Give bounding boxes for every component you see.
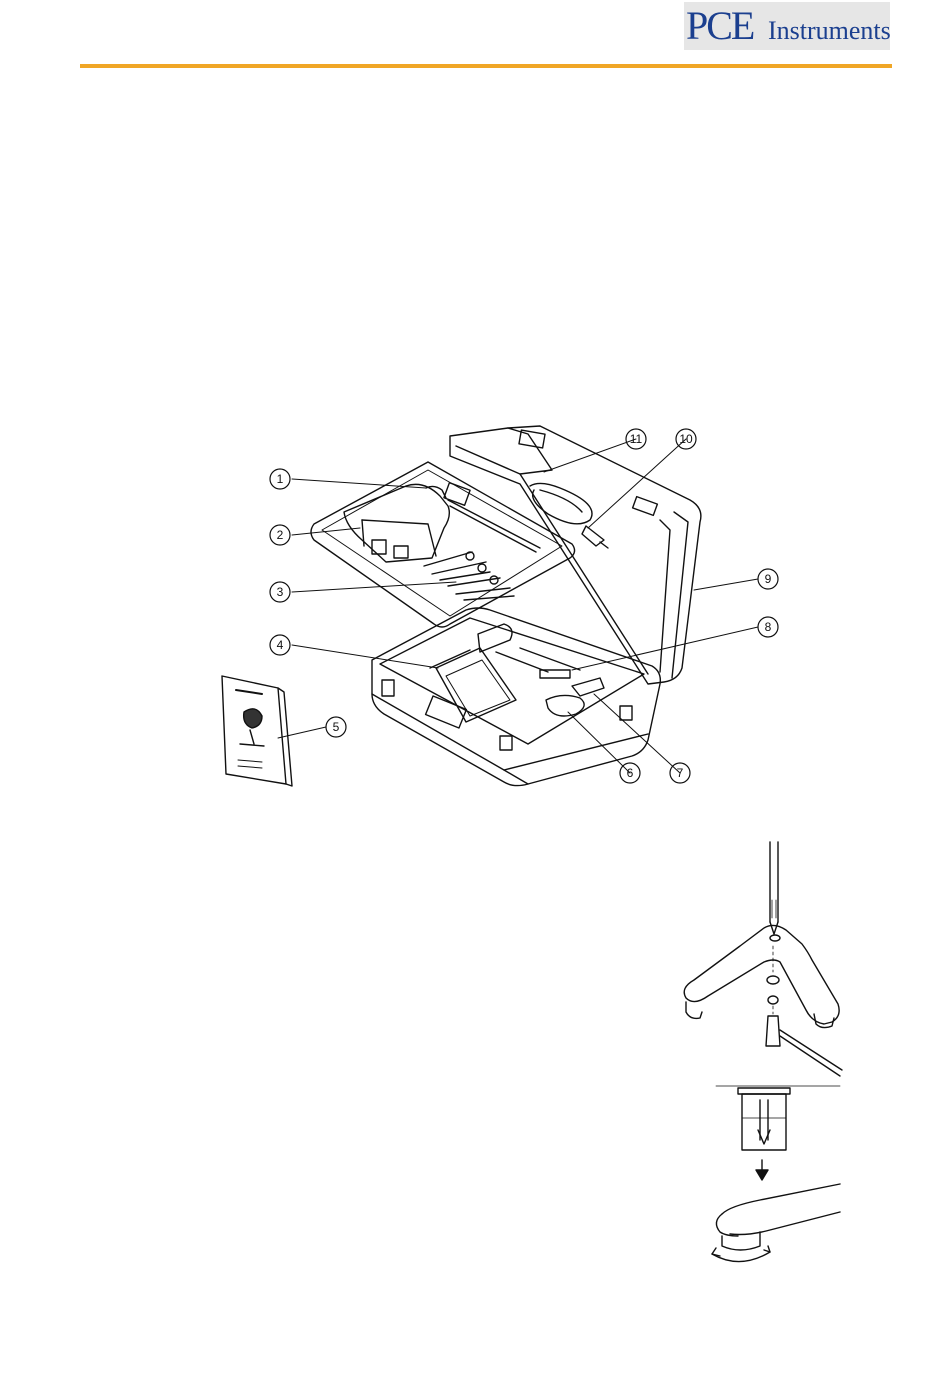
callout-label-2: 2 [277,528,284,542]
callout-leaders [278,439,758,773]
callout-label-11: 11 [630,432,643,446]
callout-circles [270,429,778,783]
case-lid [450,426,701,684]
callout-label-4: 4 [277,638,284,652]
callout-label-6: 6 [627,766,634,780]
callout-label-1: 1 [277,472,284,486]
adjustable-foot-drawing [712,1086,840,1262]
callout-label-10: 10 [679,432,693,446]
callout-label-8: 8 [765,620,772,634]
power-cable [530,483,608,548]
tray-insert [311,462,575,627]
callout-label-5: 5 [333,720,340,734]
callout-label-9: 9 [765,572,772,586]
callout-label-3: 3 [277,585,284,599]
callout-label-7: 7 [677,766,684,780]
tripod-assembly-drawing [684,842,842,1076]
manual-booklet [222,676,292,786]
